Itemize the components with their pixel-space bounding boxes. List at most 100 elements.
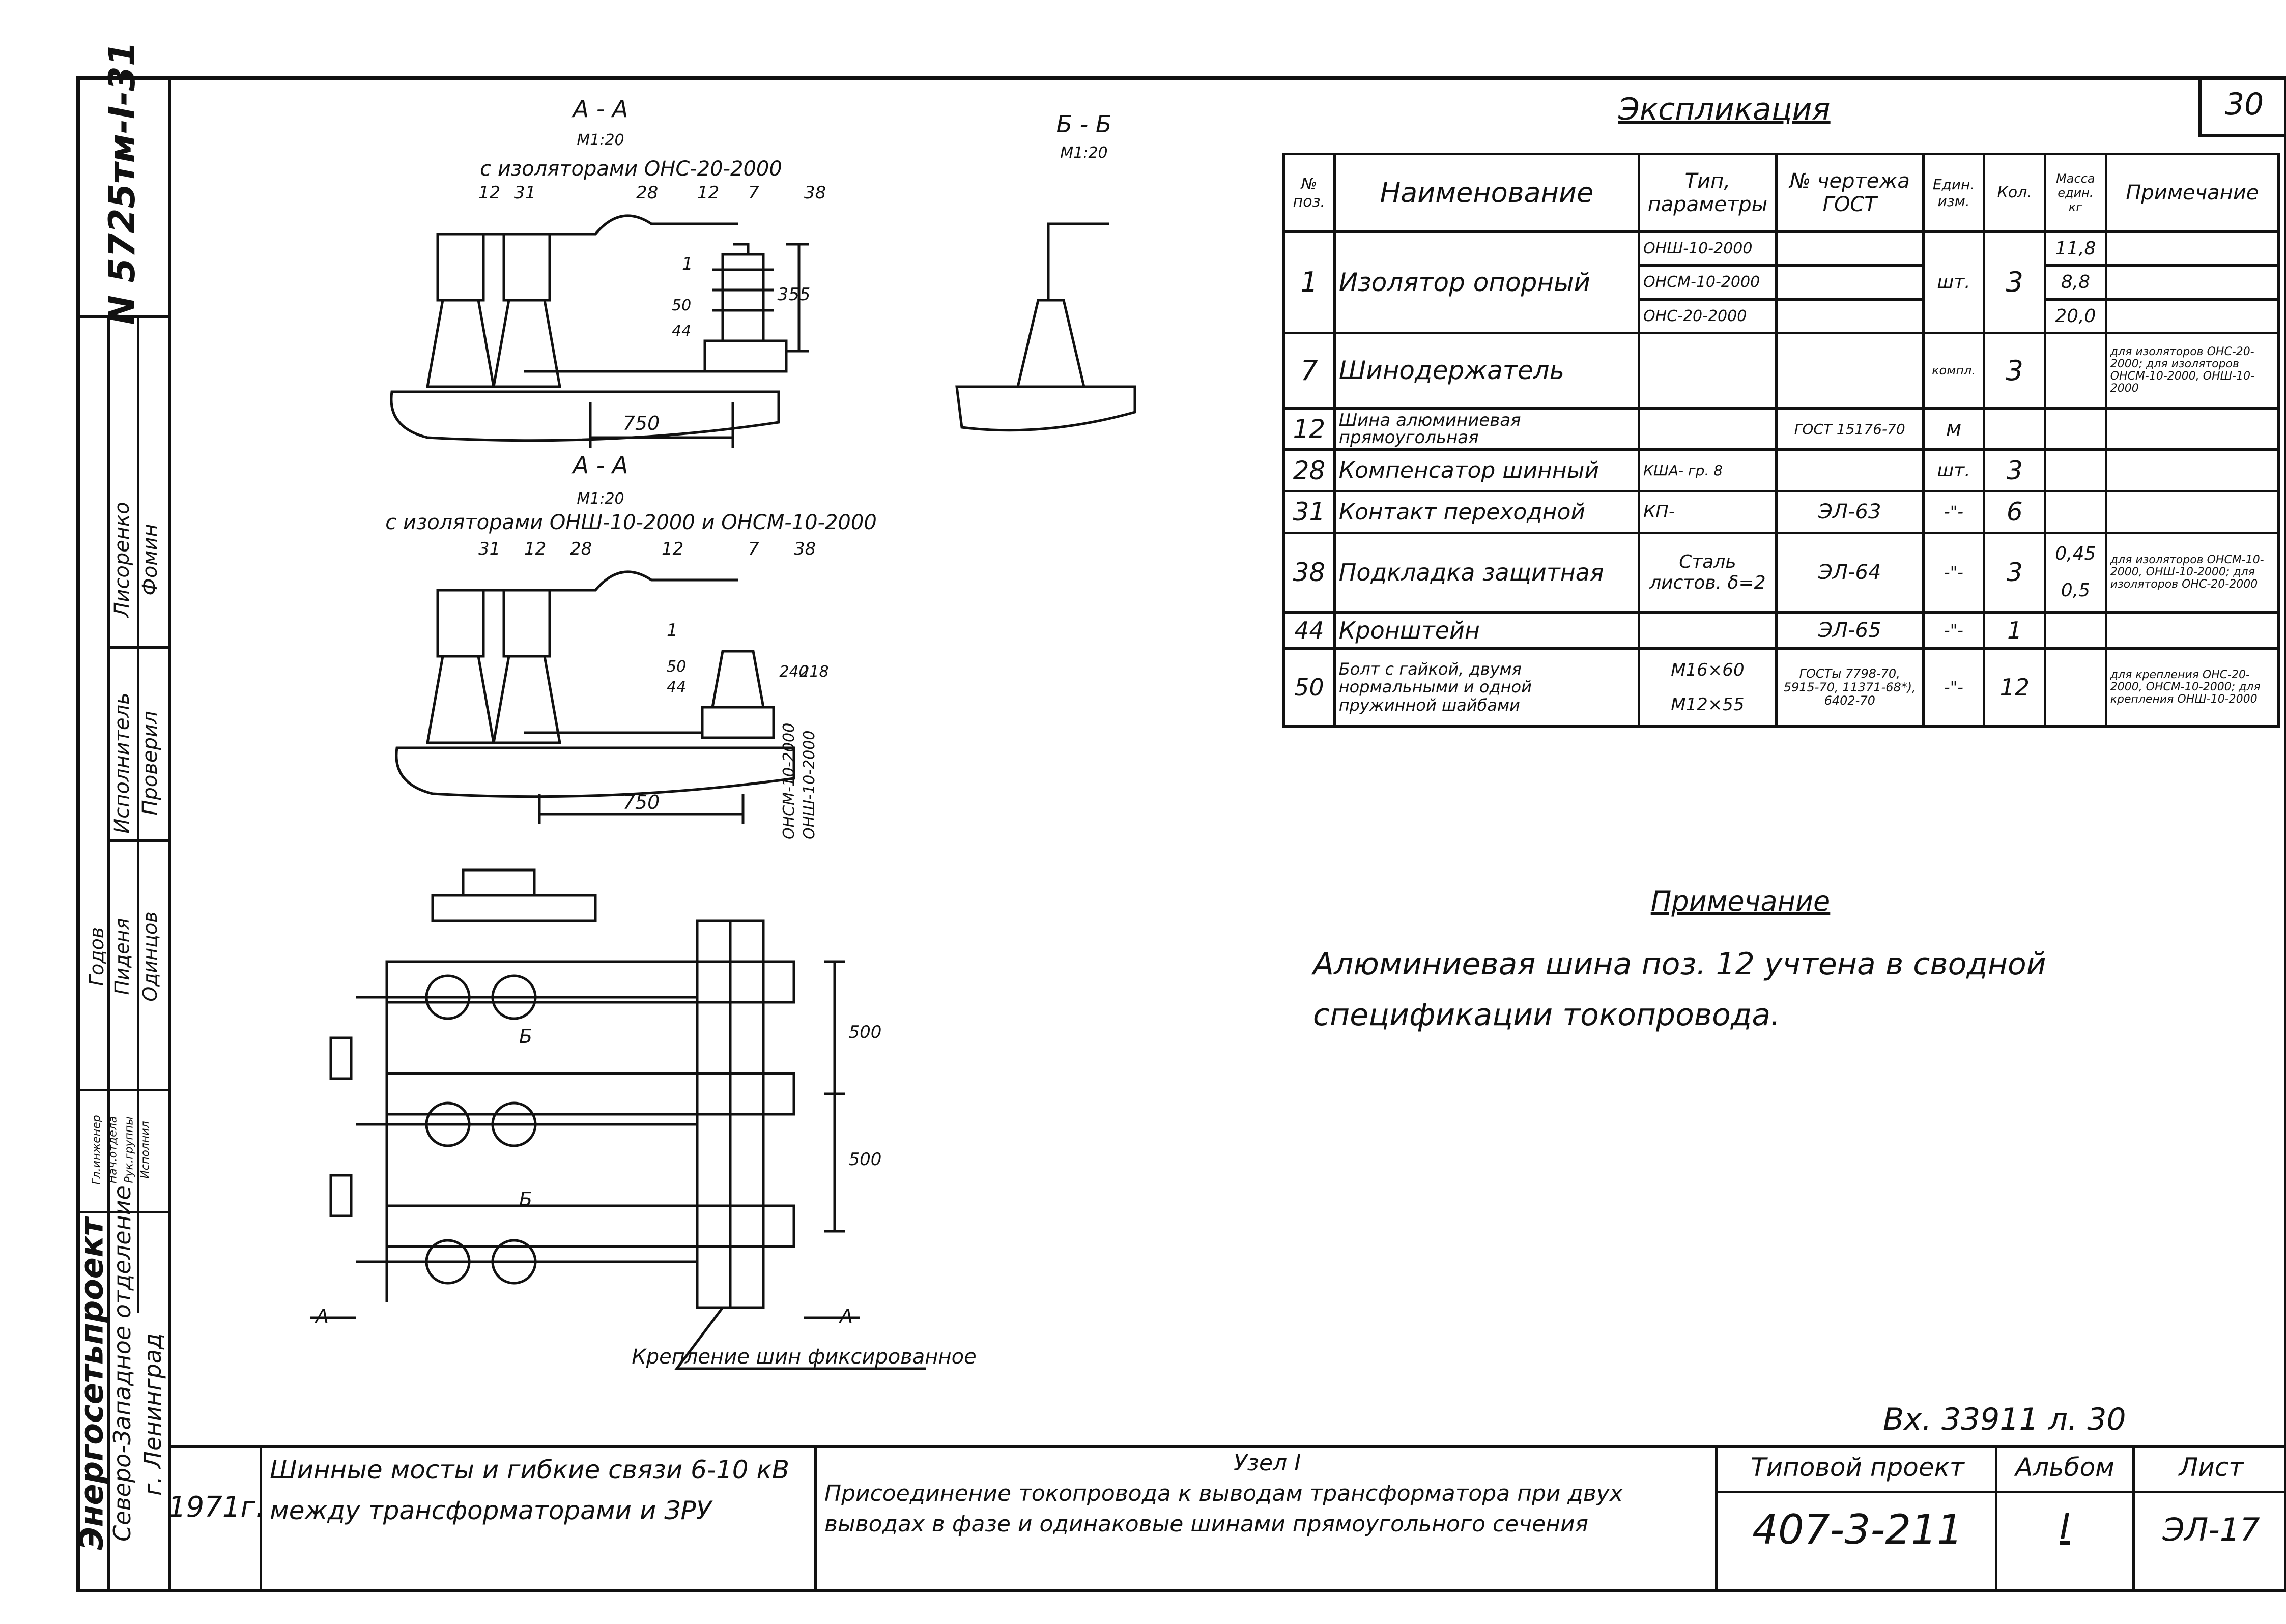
cell-note xyxy=(2104,448,2280,492)
dim-750-2: 750 xyxy=(623,791,660,814)
insulator-label-2: с изоляторами ОНШ-10-2000 и ОНСМ-10-2000 xyxy=(385,511,877,534)
note-line-2: спецификации токопровода. xyxy=(1313,997,1781,1033)
left-strip-divider xyxy=(107,315,110,1592)
drawing-frame xyxy=(76,76,2286,1592)
vert-label-1: ОНСМ-10-2000 xyxy=(780,723,798,839)
note-title: Примечание xyxy=(1650,885,1831,917)
cell-name: Компенсатор шинный xyxy=(1333,448,1641,492)
label-a: А xyxy=(314,1305,329,1327)
cell-type: Сталь листов. δ=2 xyxy=(1638,531,1778,614)
section-aa-label-2: А - А xyxy=(572,451,628,479)
cell-qty: 3 xyxy=(1983,448,2046,492)
col-note: Примечание xyxy=(2104,153,2280,233)
cell-name: Изолятор опорный xyxy=(1333,230,1641,334)
col-type: Тип, параметры xyxy=(1638,153,1778,233)
cell-unit: -"- xyxy=(1922,647,1986,728)
callout-50: 50 xyxy=(672,297,691,314)
cell-pos: 1 xyxy=(1282,230,1336,334)
cell-qty: 1 xyxy=(1983,611,2046,650)
table-row: ОНСМ-10-2000 8,8 xyxy=(1284,264,2280,301)
cell-name: Кронштейн xyxy=(1333,611,1641,650)
callout-50-m: 50 xyxy=(667,658,686,676)
tb-divider xyxy=(2132,1445,2135,1592)
table-row: 12 Шина алюминиевая прямоугольная ГОСТ 1… xyxy=(1282,407,2280,451)
cell-mass xyxy=(2044,331,2107,410)
table-header-row: № поз. Наименование Тип, параметры № чер… xyxy=(1282,153,2280,233)
cell-pos: 7 xyxy=(1282,331,1336,410)
dim-750: 750 xyxy=(623,412,660,434)
tb-divider xyxy=(1995,1445,1997,1592)
cell-drawing: ЭЛ-64 xyxy=(1775,531,1925,614)
callout-12: 12 xyxy=(478,183,500,203)
cell-pos: 12 xyxy=(1282,407,1336,451)
callout-12-m: 12 xyxy=(524,539,546,559)
left-strip-hline xyxy=(76,1211,168,1213)
cell-type: ОНСМ-10-2000 xyxy=(1638,264,1778,301)
cell-note xyxy=(2104,611,2280,650)
corner-sheet-number: 30 xyxy=(2224,86,2264,122)
left-strip-divider-2 xyxy=(137,315,139,1313)
cell-note xyxy=(2104,407,2280,451)
cell-drawing: ГОСТ 15176-70 xyxy=(1775,407,1925,451)
cell-drawing: ЭЛ-63 xyxy=(1775,489,1925,534)
cell-drawing xyxy=(1775,230,1925,267)
cell-qty: 3 xyxy=(1983,230,2046,334)
left-strip-hline xyxy=(107,646,168,649)
cell-name: Подкладка защитная xyxy=(1333,531,1641,614)
callout-12-m2: 12 xyxy=(662,539,683,559)
cell-pos: 28 xyxy=(1282,448,1336,492)
mass-value: 0,45 xyxy=(2055,543,2096,565)
cell-mass: 0,45 0,5 xyxy=(2044,531,2107,614)
dim-500: 500 xyxy=(849,1022,882,1042)
cell-qty: 6 xyxy=(1983,489,2046,534)
insulator-label-1: с изоляторами ОНС-20-2000 xyxy=(480,157,782,181)
cell-unit: шт. xyxy=(1922,230,1986,334)
callout-31-m: 31 xyxy=(478,539,500,559)
callout-1: 1 xyxy=(682,254,693,274)
bolt-type: М12×55 xyxy=(1671,694,1745,715)
cell-unit: компл. xyxy=(1922,331,1986,410)
tb-node: Узел I xyxy=(1233,1450,1301,1476)
callout-7-m: 7 xyxy=(748,539,759,559)
col-unit: Един. изм. xyxy=(1922,153,1986,233)
bolt-type: М16×60 xyxy=(1671,659,1745,680)
cell-pos: 50 xyxy=(1282,647,1336,728)
cell-type xyxy=(1638,407,1778,451)
fixing-label: Крепление шин фиксированное xyxy=(632,1345,976,1369)
cell-type xyxy=(1638,611,1778,650)
scale-label-3: М1:20 xyxy=(1060,144,1107,162)
cell-qty xyxy=(1983,407,2046,451)
cell-mass: 11,8 xyxy=(2044,230,2107,267)
cell-pos: 44 xyxy=(1282,611,1336,650)
title-block xyxy=(168,1445,2286,1592)
label-b-2: Б xyxy=(519,1188,532,1210)
table-row: 1 Изолятор опорный ОНШ-10-2000 шт. 3 11,… xyxy=(1282,230,2280,334)
callout-31: 31 xyxy=(514,183,536,203)
cell-pos: 38 xyxy=(1282,531,1336,614)
callout-38: 38 xyxy=(804,183,826,203)
col-pos: № поз. xyxy=(1282,153,1336,233)
cell-note xyxy=(2104,489,2280,534)
left-strip-hline xyxy=(76,315,168,318)
cell-unit: шт. xyxy=(1922,448,1986,492)
scale-label-2: М1:20 xyxy=(577,490,624,508)
tb-subject-2: между трансформаторами и ЗРУ xyxy=(270,1496,711,1525)
tb-desc-2: выводах в фазе и одинаковые шинами прямо… xyxy=(824,1511,1589,1537)
cell-type: М16×60 М12×55 xyxy=(1638,647,1778,728)
label-b: Б xyxy=(519,1025,532,1048)
callout-28-m: 28 xyxy=(570,539,592,559)
dim-355: 355 xyxy=(778,284,811,305)
callout-44-m: 44 xyxy=(667,678,686,696)
cell-mass: 20,0 xyxy=(2044,298,2107,334)
dim-240: 240 xyxy=(779,663,808,681)
cell-unit: м xyxy=(1922,407,1986,451)
cell-qty: 3 xyxy=(1983,531,2046,614)
col-qty: Кол. xyxy=(1983,153,2046,233)
table-row: 50 Болт с гайкой, двумя нормальными и од… xyxy=(1282,647,2280,728)
cell-type: ОНС-20-2000 xyxy=(1638,298,1778,334)
cell-drawing xyxy=(1775,448,1925,492)
note-line-1: Алюминиевая шина поз. 12 учтена в сводно… xyxy=(1313,946,2046,982)
cell-drawing xyxy=(1775,298,1925,334)
tb-desc-1: Присоединение токопровода к выводам тран… xyxy=(824,1481,1623,1506)
label-a-2: А xyxy=(838,1305,853,1327)
